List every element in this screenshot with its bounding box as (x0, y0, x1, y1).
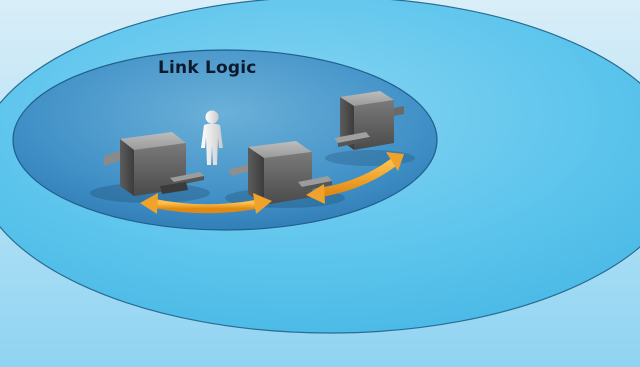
link-arrow (306, 152, 404, 204)
diagram-title: Link Logic (158, 58, 257, 78)
printer-device (334, 91, 404, 150)
printer-device (104, 132, 204, 196)
person-figure (201, 110, 223, 165)
link-arrow (140, 193, 272, 214)
printer-device (228, 141, 332, 205)
